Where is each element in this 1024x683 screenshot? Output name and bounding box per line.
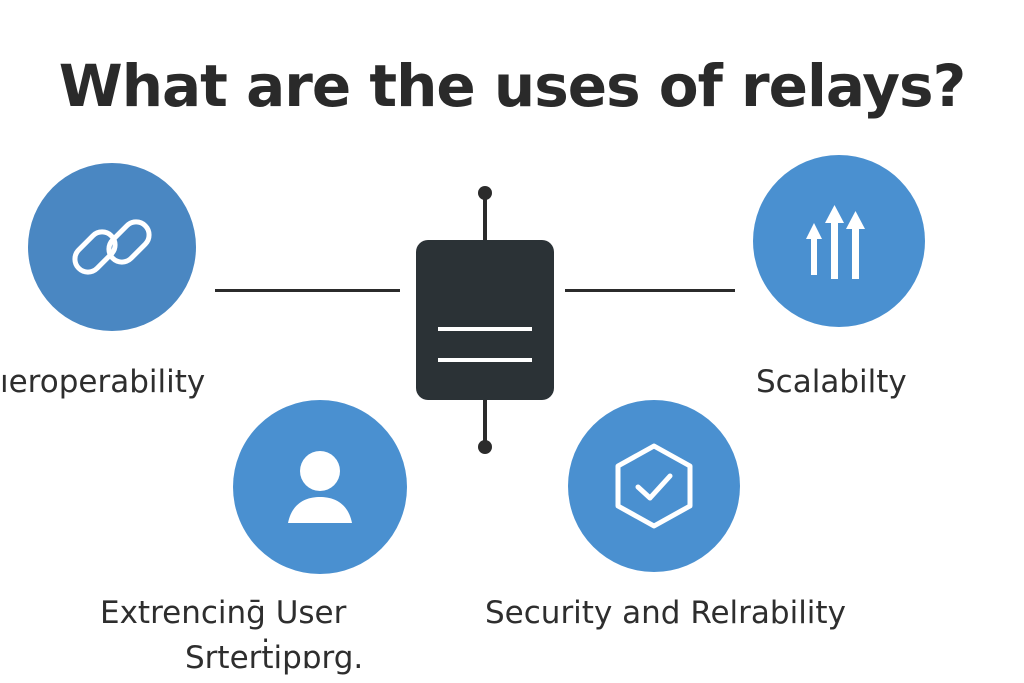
scalability-circle: [753, 155, 925, 327]
user-experience-circle: [233, 400, 407, 574]
connector-right: [565, 289, 735, 292]
security-circle: [568, 400, 740, 572]
user-experience-label-line2: Srterṫipɒrg.: [185, 640, 364, 676]
shield-check-icon: [615, 443, 693, 529]
interoperability-circle: [28, 163, 196, 331]
link-icon: [72, 219, 152, 275]
connector-left: [215, 289, 400, 292]
user-icon: [288, 451, 352, 523]
interoperability-label: ıeroperability: [0, 364, 206, 400]
page-title: What are the uses of relays?: [58, 52, 966, 120]
relay-icon: [416, 186, 554, 454]
user-experience-label-line1: Extrencinḡ User: [100, 595, 347, 631]
scalability-label: Scalabilty: [756, 364, 907, 400]
arrows-up-icon: [806, 205, 865, 279]
security-label: Security and Relrability: [485, 595, 846, 631]
